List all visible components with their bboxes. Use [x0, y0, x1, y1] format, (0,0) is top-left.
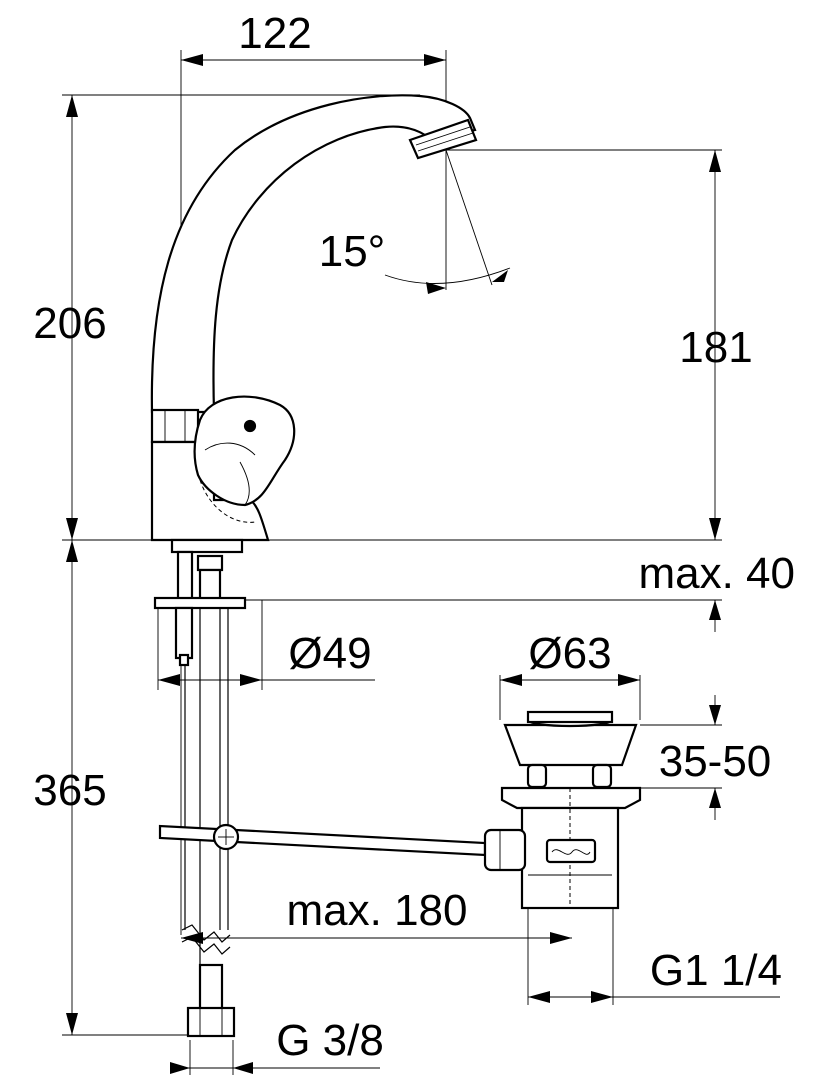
- dim-spout-height: 181: [679, 323, 752, 372]
- dim-waste-head-diameter: Ø63: [528, 629, 611, 678]
- dim-waste-thread: G1 1/4: [650, 946, 782, 995]
- dim-spout-reach: 122: [238, 9, 311, 58]
- dim-supply-thread: G 3/8: [276, 1016, 384, 1065]
- dim-deck-thickness: max. 40: [638, 549, 795, 598]
- dim-basin-thickness-range: 35-50: [659, 737, 772, 786]
- dim-under-deck-length: 365: [33, 766, 106, 815]
- dim-swivel-angle: 15°: [319, 227, 386, 276]
- under-deck-fittings: [153, 550, 487, 1038]
- dimension-labels: 122 206 181 15° max. 40 Ø49 Ø63 35-50 36…: [33, 9, 795, 1065]
- waste-fitting: [483, 710, 642, 910]
- dimension-lines: [66, 54, 780, 1074]
- dim-tap-hole-diameter: Ø49: [288, 629, 371, 678]
- dim-overall-height: 206: [33, 299, 106, 348]
- dim-rod-length: max. 180: [287, 886, 468, 935]
- faucet-body: [150, 94, 478, 554]
